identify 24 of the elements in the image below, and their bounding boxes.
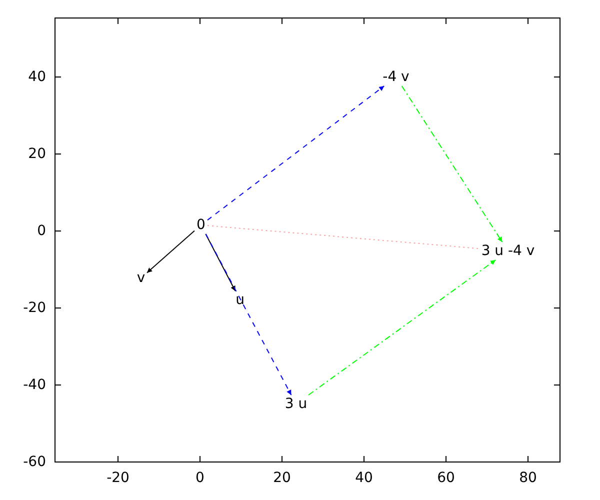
arrow (205, 234, 292, 396)
arrow (205, 234, 236, 292)
tick-label: 80 (519, 470, 537, 486)
arrow (207, 86, 385, 221)
tick-label: -20 (106, 470, 130, 486)
point-label: 0 (196, 217, 206, 233)
point-label: u (234, 292, 246, 308)
point-label: 3 u (284, 396, 308, 412)
tick-label: -60 (23, 454, 46, 470)
arrow (308, 260, 496, 396)
tick-label: 20 (28, 146, 46, 162)
tick-label: 40 (28, 69, 46, 85)
point-label: v (136, 270, 146, 286)
arrow (146, 230, 195, 274)
point-label: 3 u -4 v (480, 243, 536, 259)
tick-label: 60 (437, 470, 455, 486)
tick-label: 0 (37, 223, 46, 239)
tick-label: 0 (196, 470, 204, 486)
point-label: -4 v (382, 69, 410, 85)
arrow (401, 86, 503, 242)
tick-label: -40 (23, 377, 46, 393)
tick-label: -20 (23, 300, 46, 316)
tick-label: 20 (273, 470, 291, 486)
tick-label: 40 (355, 470, 373, 486)
